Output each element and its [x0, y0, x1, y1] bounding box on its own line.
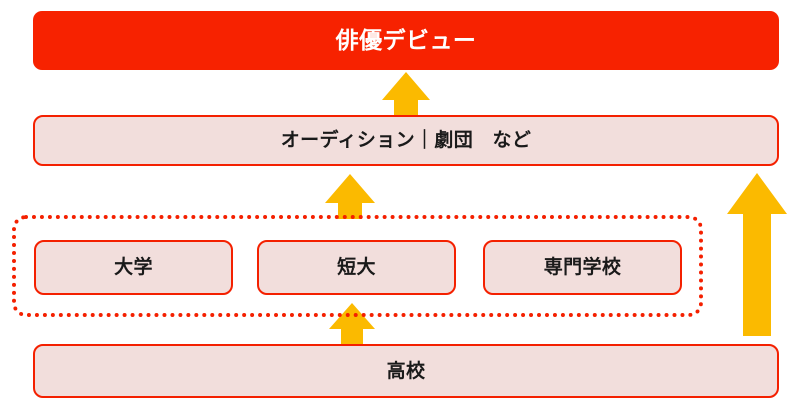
node-highschool-label: 高校 [386, 360, 426, 382]
node-junior-college-label: 短大 [337, 257, 376, 278]
node-junior-college[interactable]: 短大 [257, 240, 456, 295]
node-highschool[interactable]: 高校 [33, 344, 779, 398]
node-university-label: 大学 [114, 257, 153, 278]
node-audition-label: オーディション｜劇団 など [280, 130, 532, 151]
arrow-audition-to-debut [380, 70, 432, 118]
higher-education-group-outline [12, 215, 703, 317]
arrow-schools-to-audition [323, 172, 377, 220]
node-university[interactable]: 大学 [34, 240, 233, 295]
node-actor-debut[interactable]: 俳優デビュー [33, 11, 779, 70]
arrow-highschool-to-audition [722, 170, 792, 338]
node-vocational-school[interactable]: 専門学校 [483, 240, 682, 295]
arrow-highschool-to-schools [327, 302, 377, 346]
node-audition[interactable]: オーディション｜劇団 など [33, 115, 779, 166]
node-actor-debut-label: 俳優デビュー [335, 27, 477, 53]
node-vocational-school-label: 専門学校 [543, 257, 622, 278]
